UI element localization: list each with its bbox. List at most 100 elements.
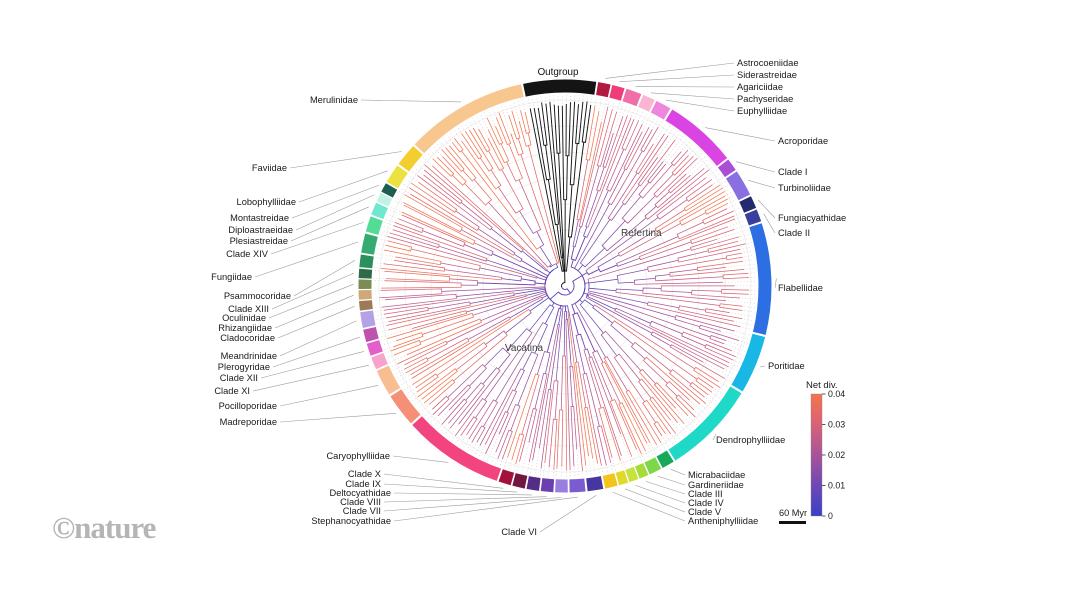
branch <box>669 268 698 275</box>
tip-dotted-line <box>608 99 610 105</box>
leader-line <box>252 364 369 392</box>
branch <box>640 368 656 384</box>
branch <box>455 344 488 371</box>
branch <box>583 104 592 143</box>
branch <box>556 224 563 259</box>
branch <box>424 164 524 252</box>
phylogeny-branches <box>379 101 750 472</box>
family-label: Madreporidae <box>220 417 277 427</box>
tip-dotted-line <box>377 321 387 325</box>
branch <box>637 156 659 186</box>
branch <box>469 294 515 304</box>
family-label: Meandrinidae <box>221 351 277 361</box>
ring-segment <box>359 254 374 269</box>
branch <box>599 425 612 463</box>
legend-tick-label: 0.01 <box>828 481 845 491</box>
branch <box>553 418 558 471</box>
tip-dotted-line <box>529 462 533 475</box>
scale-bar-label: 60 Myr <box>779 508 807 518</box>
branch <box>649 397 677 434</box>
tip-dotted-line <box>393 199 403 205</box>
branch <box>670 344 704 363</box>
leader-line <box>645 481 686 495</box>
branch <box>432 397 450 416</box>
ring-segment <box>644 457 662 475</box>
branch <box>572 405 578 450</box>
branch <box>642 290 727 302</box>
tip-dotted-line <box>621 435 633 466</box>
branch <box>574 226 581 248</box>
branch <box>615 307 651 324</box>
family-label: Acroporidae <box>778 136 828 146</box>
branch <box>568 311 578 363</box>
branch <box>497 186 520 214</box>
scale-bar: 60 Myr <box>779 508 807 524</box>
branch <box>454 137 464 152</box>
tip-dotted-line <box>384 222 392 226</box>
branch <box>416 375 439 393</box>
family-label: Rhizangiidae <box>218 323 272 333</box>
branch <box>587 111 600 161</box>
tip-dotted-line <box>657 446 662 452</box>
tip-dotted-line <box>450 132 454 137</box>
tip-dotted-line <box>746 268 756 270</box>
branch <box>678 305 706 311</box>
branch <box>618 403 642 455</box>
family-label: Fungiidae <box>211 272 252 282</box>
tip-dotted-line <box>685 425 691 431</box>
family-label: Deltocyathidae <box>329 488 391 498</box>
leader-line <box>763 213 776 234</box>
tip-dotted-line <box>736 215 744 219</box>
branch <box>679 195 726 224</box>
branch <box>404 342 448 366</box>
branch <box>449 278 478 283</box>
branch <box>565 319 571 471</box>
tip-dotted-line <box>578 94 580 103</box>
branch <box>532 323 559 461</box>
branch <box>590 356 622 435</box>
branch <box>578 333 587 350</box>
branch <box>479 157 492 172</box>
branch <box>511 433 522 461</box>
ring-segment <box>512 473 528 489</box>
branch <box>621 119 635 150</box>
branch <box>575 361 589 457</box>
branch <box>428 301 471 310</box>
branch <box>521 374 540 435</box>
branch <box>387 312 474 339</box>
branch <box>456 287 547 297</box>
branch <box>524 111 531 134</box>
branch <box>604 217 647 252</box>
branch <box>461 133 481 160</box>
leader-line <box>268 283 354 319</box>
family-label: Clade IX <box>345 479 381 489</box>
branch <box>639 241 692 261</box>
branch <box>676 221 704 237</box>
branch <box>675 396 696 418</box>
family-label: Siderastreidae <box>737 70 797 80</box>
branch <box>576 361 587 408</box>
ring-segment <box>656 450 674 468</box>
branch <box>585 406 598 464</box>
branch <box>707 240 739 251</box>
ring-segment <box>365 216 383 235</box>
branch <box>415 373 438 389</box>
branch <box>469 366 487 387</box>
branch <box>485 330 506 345</box>
tip-dotted-line <box>374 307 380 309</box>
family-label: Clade VI <box>501 527 537 537</box>
tip-dotted-line <box>513 101 519 120</box>
ring-segment <box>381 183 398 198</box>
branch <box>527 132 532 146</box>
tip-dotted-line <box>526 463 530 474</box>
branch <box>529 304 553 332</box>
branch <box>517 138 524 155</box>
branch <box>655 191 725 233</box>
branch <box>669 269 745 277</box>
branch <box>394 260 446 270</box>
ring-segment <box>725 171 751 201</box>
family-label: Oculinidae <box>222 313 266 323</box>
branch <box>689 383 705 398</box>
leader-line <box>279 385 379 407</box>
branch <box>401 211 475 245</box>
